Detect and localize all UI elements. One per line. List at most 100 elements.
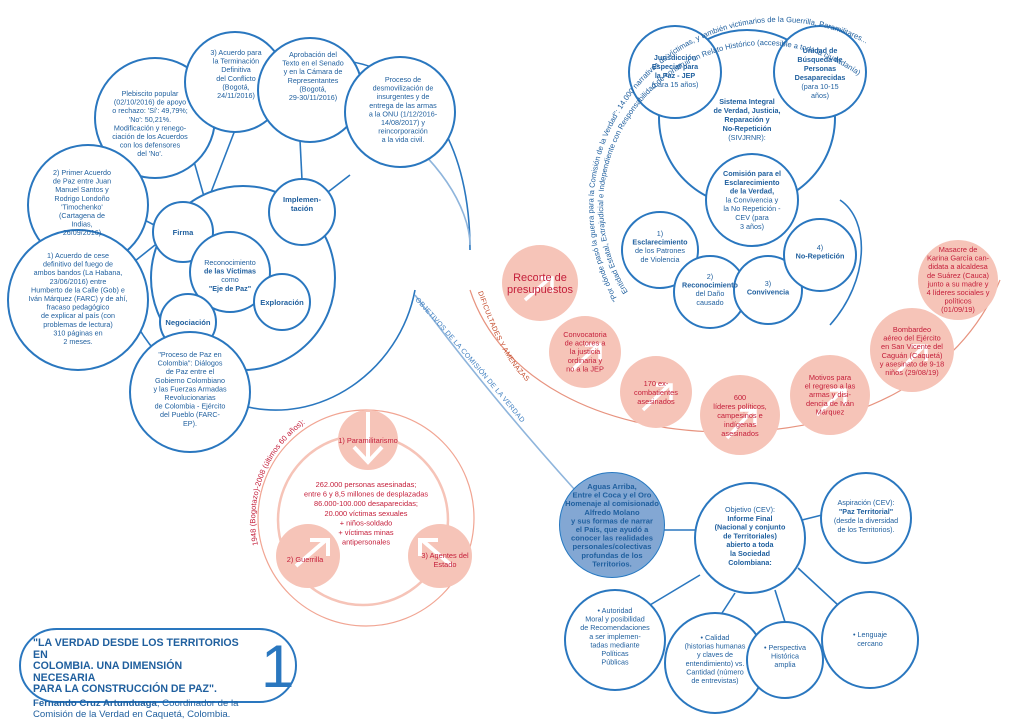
exploracion-label-line: Exploración <box>260 298 304 307</box>
agentes-text-line: 3) Agentes del <box>421 551 469 560</box>
bombardeo-circle <box>870 308 954 392</box>
no-repeticion-circle <box>783 218 857 292</box>
lideres-text-line: campesinos e <box>717 411 763 420</box>
desmovilizacion-text-line: reincorporación <box>378 127 428 136</box>
acuerdo3-text-line: 3) Acuerdo para <box>210 48 261 57</box>
arrow-up-left-icon <box>418 538 454 568</box>
ubpd-text-line: años) <box>811 91 829 100</box>
aprobacion-text-line: Aprobación del <box>289 50 337 59</box>
homenaje-text-line: profundas de los <box>581 551 642 560</box>
cev-text-line: Comisión para el <box>723 169 781 178</box>
acuerdo2-text-line: Indias, <box>71 220 92 229</box>
proceso-paz-text-line: Gobierno Colombiano <box>155 376 225 385</box>
masacre-circle <box>918 240 998 320</box>
acuerdo1-text-line: 1) Acuerdo de cese <box>47 251 109 260</box>
lenguaje-text-line: cercano <box>857 639 883 648</box>
exploracion-label: Exploración <box>260 298 304 307</box>
esclarecimiento-text-line: Esclarecimiento <box>632 238 688 247</box>
autoridad-text-line: Públicas <box>601 658 629 667</box>
no-repeticion-text-line: 4) <box>817 243 823 252</box>
motivos-text-line: Márquez <box>816 407 845 416</box>
reconocimiento-dano-text-line: del Daño <box>696 289 725 298</box>
acuerdo3-text-line: 24/11/2016) <box>217 91 255 100</box>
objetivo-circle <box>694 482 806 594</box>
proceso-paz-text-line: "Proceso de Paz en <box>158 350 221 359</box>
jep-text-line: Jurisdicción <box>654 53 696 62</box>
autoridad-text-line: Moral y posibilidad <box>585 615 645 624</box>
acuerdo1-text-line: Humberto de la Calle (Gob) e <box>31 285 125 294</box>
sivjrnr-text-line: No-Repetición <box>723 124 772 133</box>
homenaje-text-line: Homenaje al comisionado <box>565 499 659 508</box>
desmovilizacion-text-line: Proceso de <box>385 75 421 84</box>
perspectiva-text-line: Histórica <box>771 652 799 661</box>
jep-text-line: (para 15 años) <box>652 80 699 89</box>
bombardeo-text-line: niños (29/08/19) <box>885 368 938 377</box>
acuerdo2-text-line: (Cartagena de <box>59 211 105 220</box>
bombardeo-text-line: y asesinato de 9-18 <box>880 359 945 368</box>
jep-circle <box>628 25 722 119</box>
ubpd-circle <box>773 25 867 119</box>
page-number: 1 <box>261 633 295 700</box>
excombatientes-text-line: asesinados <box>637 397 675 406</box>
convocatoria-text-line: Convocatoria <box>563 330 607 339</box>
firma-label: Firma <box>173 228 194 237</box>
objetivo-text-line: abierto a toda <box>726 540 774 549</box>
perspectiva-text-line: • Perspectiva <box>764 643 806 652</box>
motivos-text-line: dencia de Iván <box>806 399 854 408</box>
convivencia-text: 3)Convivencia <box>747 279 790 297</box>
paramilitarismo-text: 1) Paramilitarismo <box>338 436 398 445</box>
plebiscito-text-line: 'No': 50,21%. <box>129 115 171 124</box>
acuerdo1-text-line: Iván Márquez (FARC) y de ahí, <box>28 294 127 303</box>
jep-text-line: la Paz - JEP <box>655 71 696 80</box>
acuerdo3-text-line: Definitiva <box>221 65 251 74</box>
sivjrnr-text-line: (SIVJRNR): <box>728 133 766 142</box>
autoridad-text-line: de Recomendaciones <box>580 623 650 632</box>
connector-aprobacion-impl <box>299 139 303 181</box>
connector-acuerdo3-firma <box>207 129 236 201</box>
perspectiva-text-line: amplia <box>774 660 795 669</box>
acuerdo1-text-line: definitivo del fuego de <box>43 260 113 269</box>
desmovilizacion-text-line: entrega de las armas <box>369 101 437 110</box>
cev-text-line: la No Repetición - <box>723 204 781 213</box>
objetivos-line <box>414 294 576 491</box>
cev-text-line: de la Verdad, <box>730 187 774 196</box>
implementacion-label-line: Implemen- <box>283 195 321 204</box>
recorte-text-line: Recorte de <box>513 272 567 284</box>
acuerdo1-text-line: fracaso pedagógico <box>47 303 110 312</box>
autoridad-text-line: a ser implemen- <box>589 632 641 641</box>
connector-desmov-impl <box>327 174 351 193</box>
objetivo-text-line: Informe Final <box>727 514 772 523</box>
negociacion-label-line: Negociación <box>165 318 211 327</box>
reconocimiento-text-line: "Eje de Paz" <box>209 284 251 293</box>
reconocimiento-circle <box>189 231 271 313</box>
convocatoria-circle <box>549 316 621 388</box>
plebiscito-text-line: Modificación y renego- <box>114 123 187 132</box>
aspiracion-circle <box>820 472 912 564</box>
desmovilizacion-text-line: 14/08/2017) y <box>381 118 425 127</box>
author-name: Fernando Cruz Artunduaga <box>33 697 157 709</box>
aspiracion-text-line: "Paz Territorial" <box>839 507 893 516</box>
esclarecimiento-text-line: 1) <box>657 229 663 238</box>
connector-obj-autoridad <box>649 574 701 606</box>
white-arrow-icons <box>523 276 928 440</box>
esclarecimiento-text-line: de Violencia <box>640 255 679 264</box>
lideres-text-line: 600 <box>734 393 746 402</box>
victimas-text-line: 86.000-100.000 desaparecidas; <box>314 499 418 508</box>
ubpd-text-line: Unidad de <box>803 46 838 55</box>
excombatientes-text-line: 170 ex- <box>644 379 669 388</box>
exploracion-circle <box>253 273 311 331</box>
homenaje-text-line: Entre el Coca y el Oro <box>573 491 652 500</box>
